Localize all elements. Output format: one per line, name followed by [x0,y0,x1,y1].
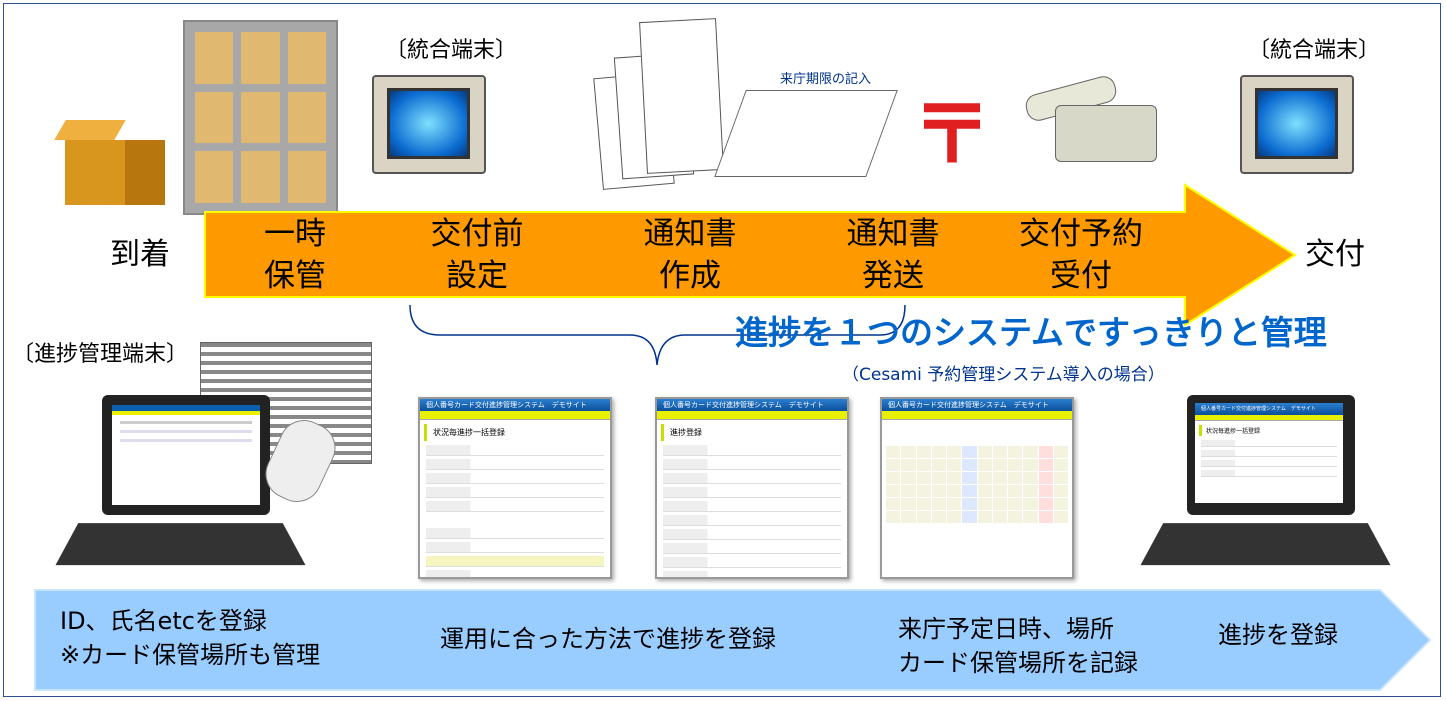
delivery-label: 交付 [1305,237,1365,272]
bottom-arrow [34,589,1432,691]
screenshot-reservation-calendar: 個人番号カード交付進捗管理システム デモサイト [880,397,1074,579]
subnote: （Cesami 予約管理システム導入の場合） [842,365,1165,385]
step-notice-sending: 通知書発送 [846,216,940,294]
step-pre-delivery-setup: 交付前設定 [430,216,524,294]
computer-icon [1240,75,1354,174]
terminal-label-left: 〔統合端末〕 [385,38,518,63]
terminal-label-right: 〔統合端末〕 [1248,38,1381,63]
telephone-icon [1015,73,1165,170]
deadline-note: 来庁期限の記入 [780,72,872,87]
laptop-base [1140,523,1391,566]
step-notice-creation: 通知書作成 [643,216,737,294]
bottom-item-register: ID、氏名etcを登録※カード保管場所も管理 [60,607,321,669]
arrival-label: 到着 [110,237,170,272]
step-temporary-storage: 一時保管 [264,216,326,294]
headline: 進捗を１つのシステムですっきりと管理 [735,313,1327,352]
laptop-icon [102,395,270,515]
computer-icon [372,75,486,174]
bottom-item-final: 進捗を登録 [1218,621,1338,649]
postal-mark-icon: 〒 [912,88,992,181]
laptop-base [55,523,306,566]
screenshot-bulk-progress: 個人番号カード交付進捗管理システム デモサイト 状況毎進捗一括登録 [418,397,612,579]
bottom-item-visit: 来庁予定日時、場所カード保管場所を記録 [898,615,1138,677]
step-reservation: 交付予約受付 [1019,216,1143,294]
brace [409,304,906,366]
laptop-icon: 個人番号カード交付進捗管理システム デモサイト 状況毎進捗一括登録 [1187,395,1355,515]
progress-terminal-label: 〔進捗管理端末〕 [12,342,189,367]
frame [3,3,1441,697]
cardboard-box-icon [54,110,170,210]
bottom-item-progress: 運用に合った方法で進捗を登録 [440,625,776,653]
screenshot-progress-entry: 個人番号カード交付進捗管理システム デモサイト 進捗登録 [655,397,849,579]
